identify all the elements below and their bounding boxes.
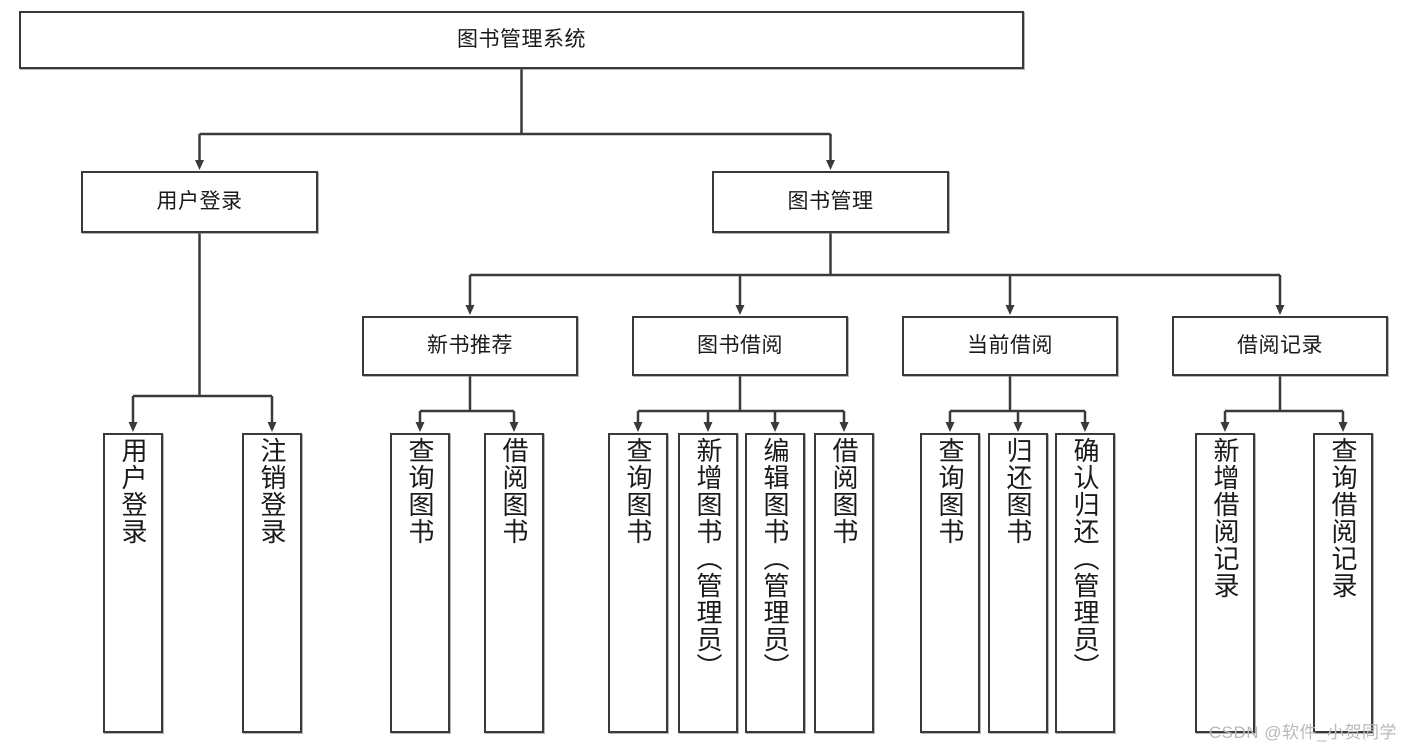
node-label: 新书推荐	[427, 333, 513, 357]
node-label: 查询图书	[405, 437, 435, 545]
node-leaf-query-book-3: 查询图书	[920, 433, 980, 733]
node-leaf-borrow-book-1: 借阅图书	[484, 433, 544, 733]
node-leaf-query-record: 查询借阅记录	[1313, 433, 1373, 733]
node-label: 图书借阅	[697, 333, 783, 357]
node-label: 注销登录	[257, 437, 287, 545]
node-leaf-confirm-return: 确认归还（管理员）	[1055, 433, 1115, 733]
node-label: 图书管理	[787, 189, 874, 213]
node-root: 图书管理系统	[19, 11, 1024, 69]
node-label: 当前借阅	[967, 333, 1053, 357]
node-current-borrow: 当前借阅	[902, 316, 1118, 376]
node-leaf-query-book-2: 查询图书	[608, 433, 668, 733]
node-leaf-add-book: 新增图书（管理员）	[678, 433, 738, 733]
node-leaf-edit-book: 编辑图书（管理员）	[745, 433, 805, 733]
node-book-borrow: 图书借阅	[632, 316, 848, 376]
node-label: 用户登录	[156, 189, 243, 213]
node-label: 图书管理系统	[457, 27, 586, 51]
node-label: 借阅记录	[1237, 333, 1323, 357]
node-label: 查询图书	[935, 437, 965, 545]
node-leaf-add-record: 新增借阅记录	[1195, 433, 1255, 733]
node-user-login: 用户登录	[81, 171, 318, 233]
node-leaf-logout: 注销登录	[242, 433, 302, 733]
node-label: 借阅图书	[829, 437, 859, 545]
node-label: 新增借阅记录	[1210, 437, 1240, 599]
node-leaf-user-login: 用户登录	[103, 433, 163, 733]
node-label: 查询借阅记录	[1328, 437, 1358, 599]
node-new-book-rec: 新书推荐	[362, 316, 578, 376]
node-leaf-query-book-1: 查询图书	[390, 433, 450, 733]
node-label: 新增图书（管理员）	[693, 437, 723, 680]
node-leaf-borrow-book-2: 借阅图书	[814, 433, 874, 733]
connectors-group	[128, 69, 1348, 432]
node-label: 归还图书	[1003, 437, 1033, 545]
node-label: 编辑图书（管理员）	[760, 437, 790, 680]
node-label: 借阅图书	[499, 437, 529, 545]
node-label: 查询图书	[623, 437, 653, 545]
node-book-manage: 图书管理	[712, 171, 949, 233]
node-label: 用户登录	[118, 437, 148, 545]
node-leaf-return-book: 归还图书	[988, 433, 1048, 733]
node-borrow-record: 借阅记录	[1172, 316, 1388, 376]
node-label: 确认归还（管理员）	[1070, 437, 1100, 680]
